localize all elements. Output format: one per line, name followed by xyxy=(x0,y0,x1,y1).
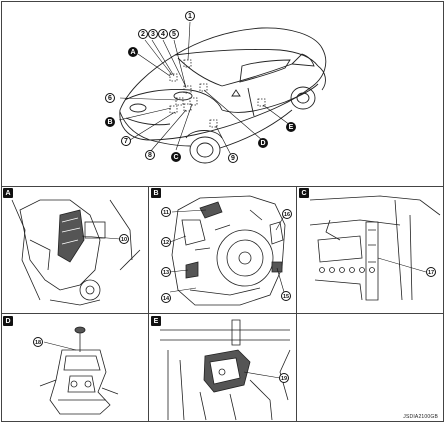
divider-col1 xyxy=(148,186,149,422)
panel-a-drawing xyxy=(11,199,141,306)
callout-letter-b: B xyxy=(105,117,115,127)
callout-19: 19 xyxy=(279,373,289,383)
leader-lines xyxy=(118,21,291,156)
callout-16: 16 xyxy=(282,209,292,219)
callout-7: 7 xyxy=(121,136,131,146)
panel-d-label: D xyxy=(3,316,13,326)
callout-18: 18 xyxy=(33,337,43,347)
component-markers xyxy=(169,59,266,128)
panel-b-drawing xyxy=(171,195,286,306)
panel-d-drawing xyxy=(39,326,119,415)
callout-6: 6 xyxy=(105,93,115,103)
callout-letter-e: E xyxy=(286,122,296,132)
callout-8: 8 xyxy=(145,150,155,160)
callout-12: 12 xyxy=(161,237,171,247)
panel-e-drawing xyxy=(160,319,291,421)
vehicle-overview-drawing xyxy=(119,27,327,164)
divider-middle xyxy=(1,313,444,314)
callout-letter-c: C xyxy=(171,152,181,162)
callout-1: 1 xyxy=(185,11,195,21)
divider-top xyxy=(1,186,444,187)
callout-letter-d: D xyxy=(258,138,268,148)
panel-c-label: C xyxy=(299,188,309,198)
callout-9: 9 xyxy=(228,153,238,163)
callout-4: 4 xyxy=(158,29,168,39)
panel-a-label: A xyxy=(3,188,13,198)
callout-3: 3 xyxy=(148,29,158,39)
panel-b-label: B xyxy=(151,188,161,198)
callout-letter-a: A xyxy=(128,47,138,57)
divider-col2 xyxy=(296,186,297,422)
panel-leader-lines xyxy=(43,209,427,379)
callout-5: 5 xyxy=(169,29,179,39)
callout-2: 2 xyxy=(138,29,148,39)
callout-14: 14 xyxy=(161,293,171,303)
panel-e-label: E xyxy=(151,316,161,326)
callout-17: 17 xyxy=(426,267,436,277)
callout-15: 15 xyxy=(281,291,291,301)
callout-13: 13 xyxy=(161,267,171,277)
figure-code: JSDIA2100GB xyxy=(403,414,438,420)
callout-11: 11 xyxy=(161,207,171,217)
panel-c-drawing xyxy=(309,195,441,301)
callout-10: 10 xyxy=(119,234,129,244)
